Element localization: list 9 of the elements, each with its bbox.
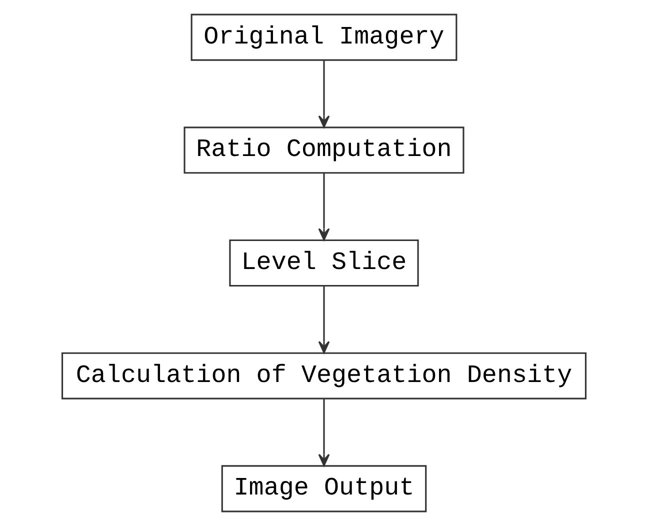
node-box: Calculation of Vegetation Density <box>60 352 586 400</box>
arrow <box>318 173 330 241</box>
node-box: Image Output <box>220 465 426 512</box>
arrow <box>318 399 330 466</box>
node-box: Level Slice <box>228 240 418 286</box>
node-box: Original Imagery <box>190 14 457 61</box>
arrow <box>318 286 330 354</box>
node-box: Ratio Computation <box>183 126 464 174</box>
arrow <box>318 60 330 128</box>
